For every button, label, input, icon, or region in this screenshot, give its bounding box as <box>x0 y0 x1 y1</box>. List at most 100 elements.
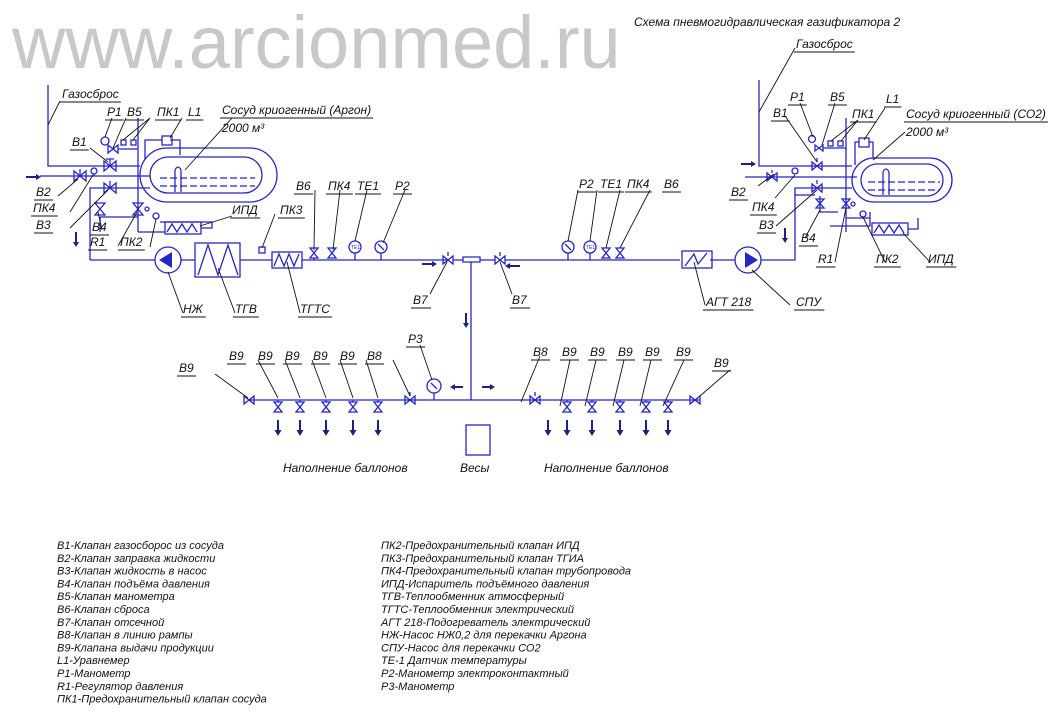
regulator-r1[interactable] <box>131 202 150 216</box>
pressure-gauge-p2-right <box>561 240 575 260</box>
valve-b7-right[interactable] <box>494 252 506 266</box>
valve-b3[interactable] <box>103 181 117 195</box>
fill-arrow-icon <box>616 420 624 436</box>
relief-valve-pk2[interactable] <box>152 212 160 220</box>
relief-valve-pk4-right[interactable] <box>791 167 799 175</box>
label-b3-left: B3 <box>36 218 51 232</box>
legend-item: P2-Манометр электроконтактный <box>381 668 569 680</box>
fill-arrow-icon <box>544 420 552 436</box>
valve-b8-left[interactable] <box>404 392 416 406</box>
scales-box <box>465 424 491 456</box>
legend-right: ПК2-Предохранительный клапан ИПДПК3-Пред… <box>380 540 631 693</box>
relief-valve-pk2-right[interactable] <box>859 210 867 218</box>
valve-b5-right[interactable] <box>814 143 824 153</box>
pump-nzh[interactable] <box>154 246 182 274</box>
valve-b9[interactable] <box>662 400 674 413</box>
label-b6-right: B6 <box>664 177 679 191</box>
legend-item: ИПД-Испаритель подъёмного давления <box>381 578 589 590</box>
valve-b1[interactable] <box>103 158 117 173</box>
fill-arrow-icon <box>296 420 304 436</box>
label-b2-left: B2 <box>36 185 51 199</box>
co2-cryogenic-vessel <box>851 137 953 203</box>
label-ramp-right-1: B9 <box>562 345 577 359</box>
relief-valve-pk4-left-line[interactable] <box>326 247 338 259</box>
label-b6-left: B6 <box>296 179 311 193</box>
valve-b2-right[interactable] <box>766 170 778 183</box>
valve-b9[interactable] <box>561 400 573 413</box>
label-ramp-right-6: B9 <box>714 356 729 370</box>
relief-valves-pk1-right[interactable] <box>823 140 846 149</box>
label-p2-left: P2 <box>395 179 410 193</box>
label-l1-left: L1 <box>188 105 201 119</box>
label-pk4-line-right: ПК4 <box>627 177 650 191</box>
regulator-r1-right[interactable] <box>840 198 856 209</box>
temperature-sensor-te1-left: TE1 <box>348 240 362 260</box>
flow-arrow-icon <box>73 232 79 247</box>
label-b7-left: B7 <box>413 293 429 307</box>
fill-arrow-icon <box>563 420 571 436</box>
label-b1-right: B1 <box>773 106 788 120</box>
valve-b8-right[interactable] <box>529 392 541 406</box>
labels: Газосброс P1 B5 ПК1 L1 Сосуд криогенный … <box>31 37 1048 475</box>
relief-valves-pk1[interactable] <box>118 139 138 150</box>
relief-valve-pk4-right-line[interactable] <box>600 247 612 259</box>
valve-b9[interactable] <box>614 400 626 413</box>
valve-b4[interactable] <box>93 202 107 216</box>
valve-b5[interactable] <box>107 143 119 155</box>
svg-text:TE1: TE1 <box>351 245 360 251</box>
label-b1-left: B1 <box>72 135 87 149</box>
flow-arrow-icon <box>463 313 469 328</box>
label-filling-right: Наполнение баллонов <box>544 461 669 475</box>
label-te1-right: TE1 <box>600 177 622 191</box>
label-pk1-left: ПК1 <box>157 105 179 119</box>
flow-arrow-icon <box>450 384 463 390</box>
label-ipd-left: ИПД <box>232 203 258 217</box>
label-pk1-right: ПК1 <box>852 107 874 121</box>
label-gas-vent-right: Газосброс <box>796 37 853 51</box>
label-ramp-right-4: B9 <box>645 345 660 359</box>
watermark: www.arcionmed.ru <box>11 1 621 84</box>
legend-item: ПК2-Предохранительный клапан ИПД <box>381 540 580 552</box>
central-manifold <box>243 194 815 456</box>
valve-b9[interactable] <box>294 400 306 413</box>
valve-b1-right[interactable] <box>811 158 823 172</box>
valve-b2[interactable] <box>73 169 87 183</box>
label-b3-right: B3 <box>759 218 774 232</box>
valve-b3-right[interactable] <box>811 180 823 194</box>
valve-b9[interactable] <box>272 400 284 413</box>
legend-item: B7-Клапан отсечной <box>57 617 164 629</box>
label-b7-right: B7 <box>512 293 528 307</box>
legend-item: B4-Клапан подъёма давления <box>57 578 210 590</box>
fill-arrow-icon <box>349 420 357 436</box>
pressure-gauge-p1 <box>100 136 110 146</box>
valve-b4-right[interactable] <box>814 198 826 209</box>
argon-unit: TE1 <box>40 85 448 278</box>
label-agt218: АГТ 218 <box>705 295 752 309</box>
label-p1-right: P1 <box>790 90 805 104</box>
valve-b7-left[interactable] <box>442 252 454 266</box>
valve-b9[interactable] <box>640 400 652 413</box>
label-b2-right: B2 <box>731 185 746 199</box>
valve-b9[interactable] <box>586 400 598 413</box>
label-p2-right: P2 <box>579 177 594 191</box>
legend-item: НЖ-Насос НЖ0,2 для перекачки Аргона <box>381 630 587 642</box>
label-ramp-right-3: B9 <box>618 345 633 359</box>
label-b5-right: B5 <box>830 90 845 104</box>
valve-b9[interactable] <box>320 400 332 413</box>
valve-b9[interactable] <box>347 400 359 413</box>
valve-b9-end-left[interactable] <box>243 394 255 406</box>
label-vessel-name-right: Сосуд криогенный (СО2) <box>906 107 1046 121</box>
label-l1-right: L1 <box>886 92 899 106</box>
pressure-build-vaporizer-ipd-right <box>871 222 909 236</box>
valve-b6-right[interactable] <box>614 247 626 259</box>
valve-b9[interactable] <box>372 400 384 413</box>
legend-item: B3-Клапан жидкость в насос <box>57 566 207 578</box>
relief-valve-pk4[interactable] <box>90 167 98 176</box>
fill-arrow-icon <box>374 420 382 436</box>
valve-b6-left[interactable] <box>308 247 320 260</box>
label-pk3: ПК3 <box>280 203 303 217</box>
flow-arrow-icon <box>505 263 520 269</box>
label-pk4-left: ПК4 <box>33 201 56 215</box>
pump-spu[interactable] <box>734 246 762 274</box>
